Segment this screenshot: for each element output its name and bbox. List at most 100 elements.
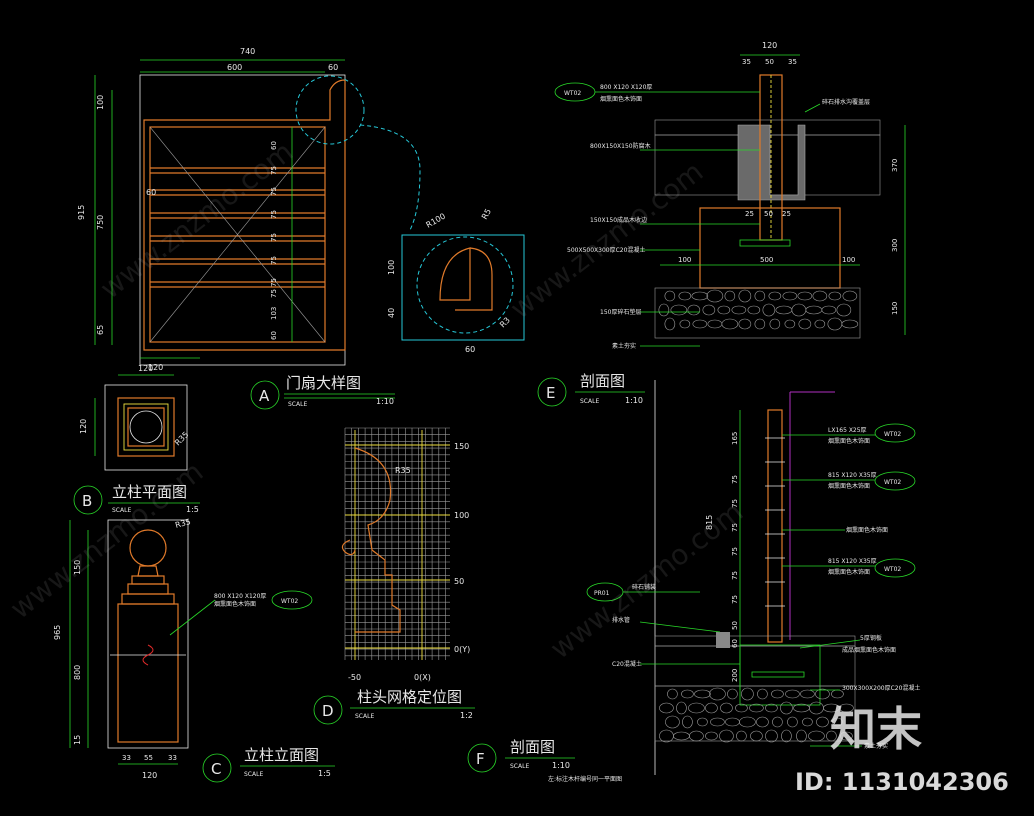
gravel-stone [808,730,825,742]
dim-a-bottom-width: 120 [148,363,163,372]
view-f-scale-label: SCALE [510,763,529,770]
e-concrete-base [699,207,841,289]
gravel-stone [765,729,778,743]
f-part-dim: 60 [731,639,739,648]
dim-c-base: 15 [73,735,82,745]
view-f-badge [467,743,497,773]
view-b-scale: 1:5 [186,505,199,514]
watermark-site: www.znzmo.com [94,135,299,306]
f-wt02-label: WT02 [884,479,901,486]
e-mid-dim: 25 [745,210,754,218]
gravel-stone [785,689,800,699]
gravel-stone [828,291,842,301]
view-b-letter: B [82,492,92,510]
f-part-dim: 75 [731,499,739,508]
gravel-stone [710,717,725,727]
f-part-dim: 75 [731,547,739,556]
gravel-stone [739,716,756,728]
f-callout-mid: 烟熏面色木饰面 [846,526,888,534]
e-base-dim: 100 [678,256,691,264]
gravel-stone [787,716,798,728]
view-e-badge [537,377,567,407]
gravel-stone [694,689,711,699]
grid-y-label: 100 [454,511,469,520]
view-b-badge [73,485,103,515]
gravel-stone [725,717,740,727]
watermark-site: www.znzmo.com [504,155,709,326]
post-plan-outer [117,397,175,457]
gravel-stone [717,305,731,315]
c-callout-sub: 烟熏面色木饰面 [214,600,256,608]
dim-a-slats: 60 75 75 75 75 75 75 75 103 60 [270,141,278,340]
dim-c-radius: R35 [174,517,192,530]
gravel-stone [707,319,723,329]
f-gravel-stones [659,687,854,743]
gravel-stone [768,291,782,301]
gravel-stone [682,715,693,729]
e-callout-top: 800 X120 X120厚 [600,84,652,91]
slat-dim: 75 [270,289,278,298]
f-callout-r4: 5厚钢板 [860,634,882,642]
e-right-dim: 370 [891,159,899,172]
detail-callout-circle [295,75,365,145]
detail-box [401,234,525,341]
e-callout-l1: 800X150X150防腐木 [590,142,651,150]
detail-profile-2 [455,247,493,311]
dim-c-w2: 55 [144,754,153,762]
slat-dim: 75 [270,210,278,219]
view-d-grid: R35 150 100 50 0(Y) -50 0(X) D 柱头网格定位图 S… [313,427,475,725]
dim-c-total: 965 [53,625,62,640]
f-callout-r2: 815 X120 X35厚 [828,472,877,479]
view-d-scale-label: SCALE [355,713,374,720]
f-wt02-tag-1 [874,423,916,443]
slat-dim: 75 [270,278,278,287]
dim-b-radius: R35 [173,430,191,448]
gravel-stone [839,703,854,713]
gravel-stone [780,701,793,715]
gravel-stone [692,319,708,329]
gravel-stone [832,717,843,727]
f-leader-5 [799,639,861,649]
gravel-stone [749,703,764,713]
post-cap-1 [131,575,165,585]
gravel-stone [705,731,718,741]
gravel-stone [735,703,748,713]
view-a-badge [250,380,280,410]
gravel-stone [782,291,798,301]
dim-a-top: 100 [96,95,105,110]
f-callout-r4-sub: 成品烟熏面色木饰面 [842,646,896,654]
f-wt02-label: WT02 [884,431,901,438]
slat-dim: 75 [270,187,278,196]
post-plan-frame [104,384,188,471]
f-part-dim: 75 [731,595,739,604]
gravel-stone [721,318,739,330]
f-drain [716,632,730,648]
dim-a-left: 60 [146,188,156,197]
view-e-scale-label: SCALE [580,398,599,405]
gravel-stone [796,729,807,743]
gravel-stone [719,729,734,743]
view-d-letter: D [322,702,334,720]
c-callout: 800 X120 X120厚 [214,593,266,600]
gravel-stone [797,291,813,301]
diagonal-brace-2 [149,126,326,343]
f-board-ticks [765,437,785,607]
gravel-stone [756,716,769,728]
view-c-badge [202,753,232,783]
watermark-site: www.znzmo.com [4,455,209,626]
gravel-stone [736,730,747,742]
dim-a-width: 600 [227,63,242,72]
gate-leaf-outline [143,79,346,351]
dim-a-total-width: 740 [240,47,255,56]
gravel-stone [664,317,676,331]
gravel-stone [679,319,691,329]
f-wt02-label: WT02 [884,566,901,573]
view-f-scale: 1:10 [552,761,570,770]
grid-y-label: 50 [454,577,464,586]
view-d-scale: 1:2 [460,711,473,720]
gravel-stone [706,289,724,303]
gravel-stone [841,319,859,329]
post-neck [137,565,159,577]
gravel-stone [664,290,676,302]
